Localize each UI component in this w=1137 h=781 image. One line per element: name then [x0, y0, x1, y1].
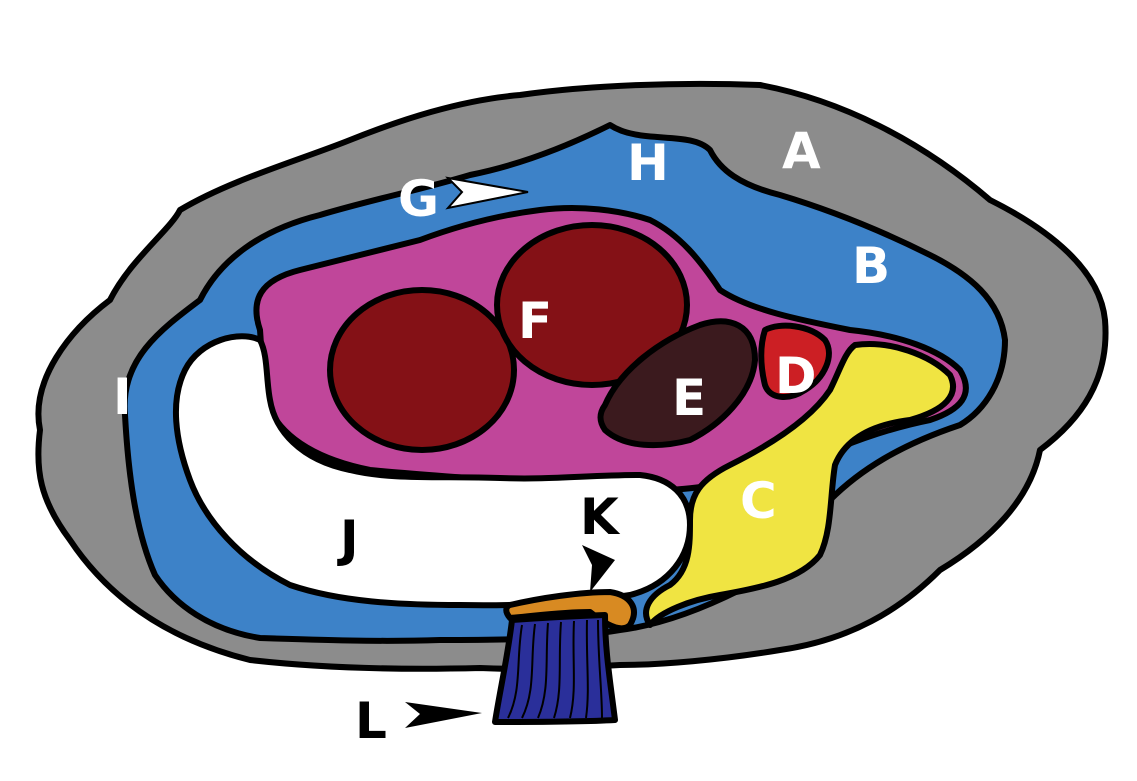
label-h: H	[627, 134, 669, 192]
region-d	[758, 322, 832, 400]
label-e: E	[672, 369, 706, 427]
pointer-arrow-g-icon	[445, 176, 529, 210]
label-l: L	[355, 692, 387, 750]
region-e	[597, 318, 758, 449]
label-g: G	[398, 170, 439, 228]
label-i: I	[113, 368, 132, 426]
label-b: B	[852, 237, 890, 295]
region-f-left-lobe	[327, 287, 517, 453]
label-k: K	[580, 488, 621, 546]
label-j: J	[337, 510, 359, 568]
region-f-right-lobe	[494, 222, 690, 388]
label-d: D	[775, 347, 817, 405]
pointer-arrow-k-icon	[582, 545, 615, 592]
pointer-arrow-l-icon	[405, 702, 482, 728]
stalk-fibers	[507, 619, 603, 719]
region-l-stalk	[492, 612, 618, 725]
region-j	[173, 333, 693, 609]
label-a: A	[782, 122, 821, 180]
label-f: F	[518, 292, 552, 350]
region-c	[643, 341, 957, 628]
label-c: C	[740, 472, 777, 530]
